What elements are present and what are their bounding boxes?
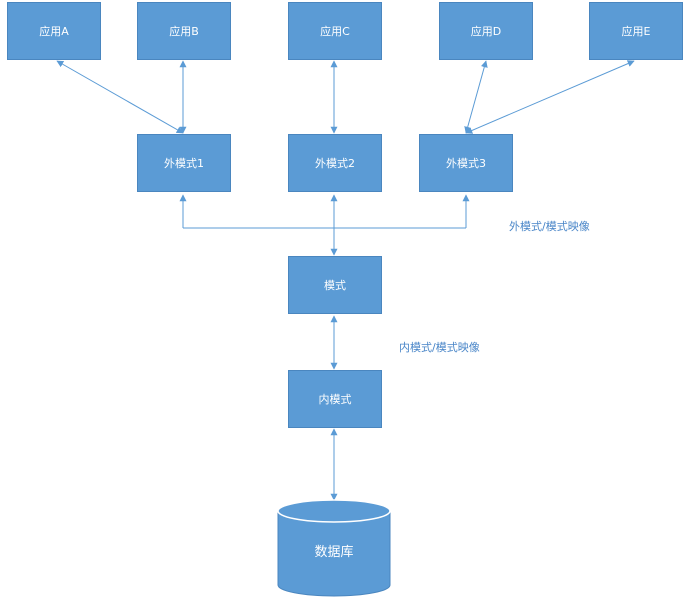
database-label: 数据库 — [314, 545, 354, 560]
ext-3-label: 外模式3 — [446, 157, 486, 170]
database-cylinder — [277, 499, 391, 597]
ext-2-box: 外模式2 — [288, 134, 382, 192]
link-app-d-ext-3 — [464, 60, 488, 134]
app-d-label: 应用D — [470, 25, 502, 38]
ext-1-label: 外模式1 — [164, 157, 204, 170]
app-b-box: 应用B — [137, 2, 231, 60]
internal-mapping-annotation: 内模式/模式映像 — [399, 341, 480, 354]
link-app-e-ext-3 — [465, 60, 635, 134]
internal-schema-label: 内模式 — [318, 393, 352, 406]
ext-1-box: 外模式1 — [137, 134, 231, 192]
app-e-label: 应用E — [621, 25, 651, 38]
app-e-box: 应用E — [589, 2, 683, 60]
schema-box: 模式 — [288, 256, 382, 314]
external-mapping-annotation: 外模式/模式映像 — [509, 220, 590, 233]
app-c-label: 应用C — [320, 25, 350, 38]
ext-3-box: 外模式3 — [419, 134, 513, 192]
app-a-label: 应用A — [39, 25, 69, 38]
app-c-box: 应用C — [288, 2, 382, 60]
schema-label: 模式 — [324, 279, 346, 292]
app-b-label: 应用B — [169, 25, 199, 38]
internal-schema-box: 内模式 — [288, 370, 382, 428]
app-a-box: 应用A — [7, 2, 101, 60]
ext-2-label: 外模式2 — [315, 157, 355, 170]
app-d-box: 应用D — [439, 2, 533, 60]
link-app-a-ext-1 — [56, 60, 184, 134]
